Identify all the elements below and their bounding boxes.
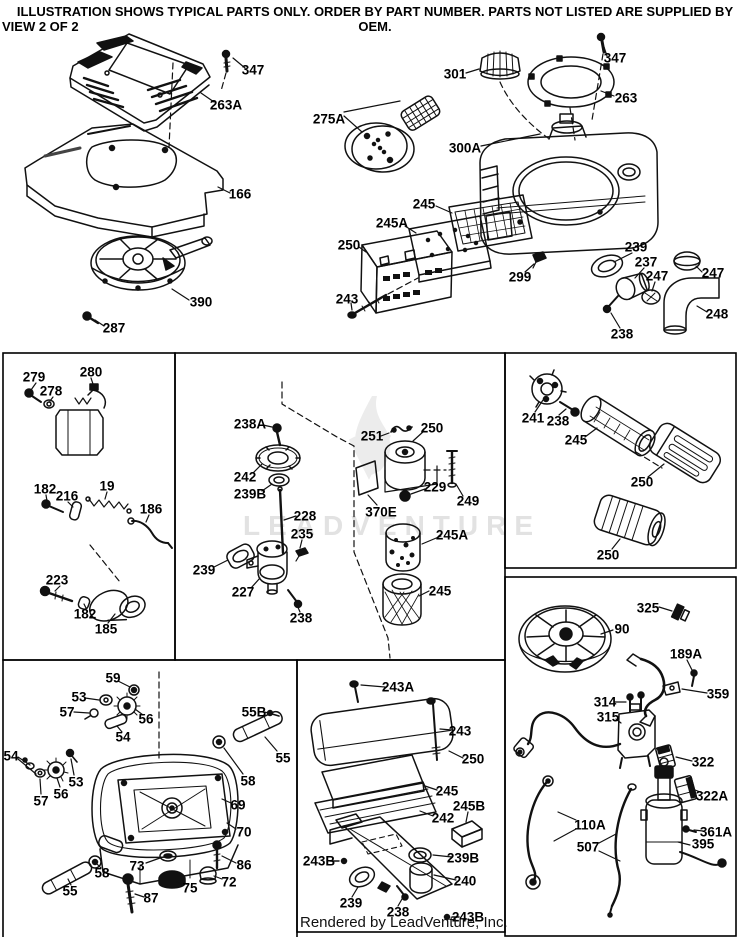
leadventure-watermark: LEADVENTURE xyxy=(243,510,542,541)
middle-left-dashed xyxy=(89,544,121,583)
top-dashed-leaders xyxy=(168,53,604,295)
view-indicator: VIEW 2 OF 2 xyxy=(2,19,79,34)
ignition-electrical-parts xyxy=(513,603,727,918)
panel-borders xyxy=(2,352,737,937)
flame-watermark-icon xyxy=(348,396,392,480)
throttle-linkage xyxy=(41,496,173,549)
air-cleaner-assembly-bottom xyxy=(310,680,483,921)
fuel-tank-300a xyxy=(479,113,659,255)
clip-299 xyxy=(532,251,547,269)
render-credit: Rendered by LeadVenture, Inc. xyxy=(300,914,508,931)
carburetor-column xyxy=(226,423,309,609)
bracket-assembly-280 xyxy=(24,383,107,456)
sump-assembly-parts xyxy=(22,684,283,914)
screw-287 xyxy=(82,311,100,325)
header-disclaimer: ILLUSTRATION SHOWS TYPICAL PARTS ONLY. O… xyxy=(16,4,734,34)
engine-top-cover-263a xyxy=(69,33,211,132)
screw-347-left xyxy=(221,49,231,73)
intake-tube-185 xyxy=(39,585,146,622)
screw-243-top xyxy=(347,293,388,319)
screw-347-right xyxy=(596,32,606,54)
recoil-starter-390 xyxy=(90,235,213,291)
muffler-275a xyxy=(344,95,441,173)
air-cleaner-cover-250-top xyxy=(360,230,453,314)
filter-sleeve-parts xyxy=(529,369,722,547)
air-cleaner-column xyxy=(355,425,458,626)
intake-elbow-parts xyxy=(590,251,720,335)
middle-center-dashed xyxy=(281,381,447,659)
blower-housing-base-166 xyxy=(24,123,224,238)
fuel-cap-301 xyxy=(479,50,521,80)
leader-lines xyxy=(17,46,708,907)
